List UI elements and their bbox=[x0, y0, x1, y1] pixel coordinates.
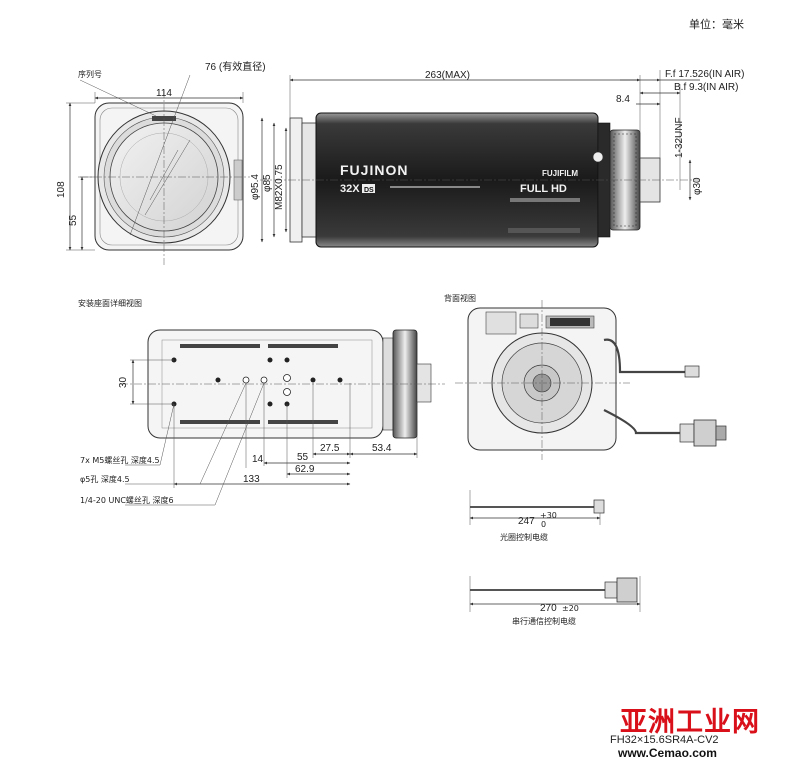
dim-55: 55 bbox=[297, 452, 309, 463]
maker-label: FUJIFILM bbox=[542, 169, 578, 178]
front-view: 序列号 76 (有效直径) 114 108 55 bbox=[56, 60, 266, 265]
brand-label: FUJINON bbox=[340, 162, 408, 178]
cable2-caption: 串行通信控制电缆 bbox=[512, 616, 576, 626]
mount-holes bbox=[171, 357, 343, 407]
hd-badge: DS bbox=[364, 187, 374, 194]
note-unc-hole: 1/4-20 UNC螺丝孔 深度6 bbox=[80, 495, 174, 505]
serial-cable-drawing: 270 ±20 串行通信控制电缆 bbox=[469, 576, 641, 626]
back-focal-dim: B.f 9.3(IN AIR) bbox=[674, 82, 738, 93]
front-width-dim: 114 bbox=[156, 88, 172, 99]
cable1-tolerance-plus: +30 bbox=[540, 511, 557, 520]
side-length-dim: 263(MAX) bbox=[425, 70, 470, 81]
serial-cable bbox=[603, 409, 680, 435]
unit-label: 单位：毫米 bbox=[689, 18, 744, 31]
dim-133: 133 bbox=[243, 474, 260, 485]
watermark-url: www.Cemao.com bbox=[618, 746, 717, 760]
note-m5-holes: 7x M5螺丝孔 深度4.5 bbox=[80, 455, 160, 465]
cable2-tolerance: ±20 bbox=[562, 604, 579, 613]
watermark-logo: 亚洲工业网 bbox=[620, 707, 760, 738]
dia-85-dim: φ85 bbox=[262, 174, 273, 192]
cable1-length: 247 bbox=[518, 516, 535, 527]
thread-dim: 1-32UNF bbox=[674, 117, 685, 158]
serial-number-label: 序列号 bbox=[78, 69, 102, 79]
dia-95-dim: φ95.4 bbox=[250, 174, 261, 200]
iris-cable bbox=[603, 338, 685, 374]
back-view: 背面视图 bbox=[444, 293, 727, 460]
cable1-tolerance-minus: 0 bbox=[541, 520, 546, 529]
offset-dim: 8.4 bbox=[616, 94, 630, 105]
front-height-dim: 108 bbox=[56, 181, 67, 198]
back-view-title: 背面视图 bbox=[444, 293, 476, 303]
mount-view-title: 安装座面详细视图 bbox=[78, 298, 142, 308]
note-phi5-hole: φ5孔 深度4.5 bbox=[80, 474, 130, 484]
front-center-height-dim: 55 bbox=[68, 214, 79, 226]
pitch-30-dim: 30 bbox=[118, 376, 129, 388]
dim-53-4: 53.4 bbox=[372, 443, 392, 454]
mount-thread-dim: M82X0.75 bbox=[274, 164, 285, 210]
zoom-label: 32X bbox=[340, 183, 360, 195]
flange-focal-dim: F.f 17.526(IN AIR) bbox=[665, 69, 744, 80]
cable1-caption: 光圈控制电缆 bbox=[500, 532, 548, 542]
effective-diameter-label: 76 (有效直径) bbox=[205, 60, 266, 73]
iris-cable-drawing: 247 +30 0 光圈控制电缆 bbox=[469, 490, 605, 542]
cable2-length: 270 bbox=[540, 603, 557, 614]
model-number: FH32×15.6SR4A-CV2 bbox=[610, 734, 719, 746]
side-view: FUJINON 32X DS FUJIFILM FULL HD 263(MAX)… bbox=[250, 69, 744, 248]
dim-14: 14 bbox=[252, 454, 264, 465]
mount-view: 安装座面详细视图 30 bbox=[78, 298, 445, 506]
dim-62-9: 62.9 bbox=[295, 464, 315, 475]
mount-dia-dim: φ30 bbox=[692, 177, 703, 195]
full-hd-label: FULL HD bbox=[520, 183, 567, 195]
dim-27-5: 27.5 bbox=[320, 443, 340, 454]
